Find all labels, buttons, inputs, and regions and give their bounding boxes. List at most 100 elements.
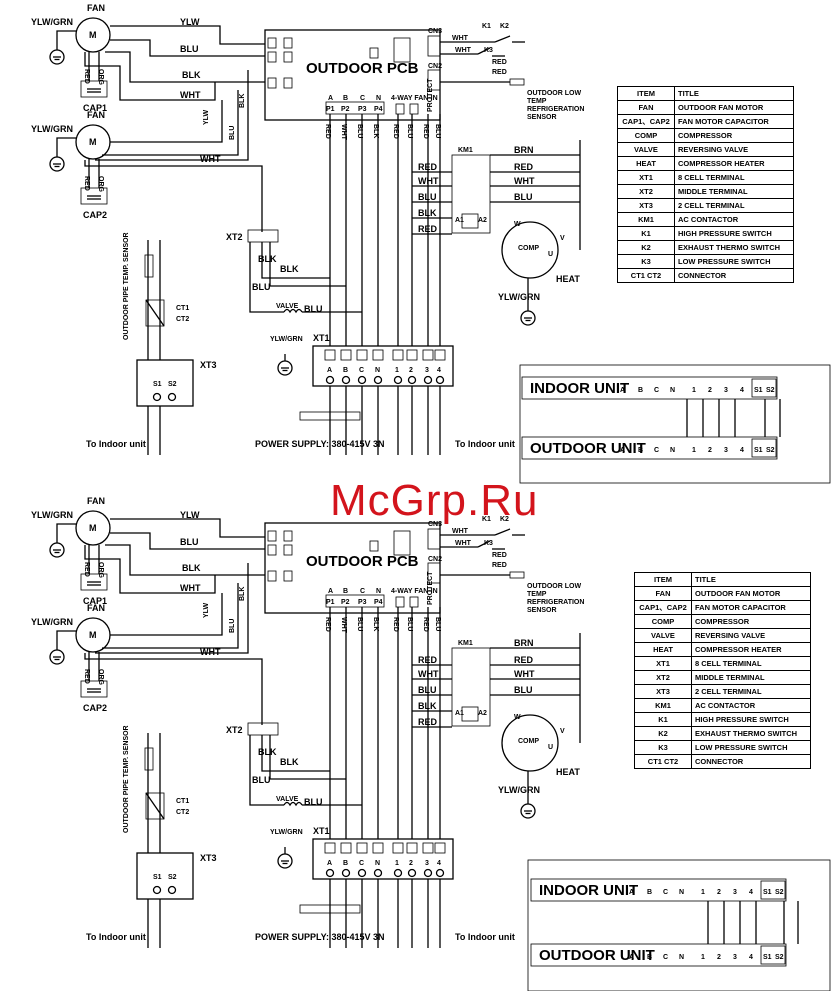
bottom-xt1-label: XT1 bbox=[313, 826, 330, 836]
top-fan2-ylwgrn-label: YLW/GRN bbox=[31, 124, 73, 134]
top-blu-wire bbox=[110, 39, 270, 57]
top-k2-red-label: RED bbox=[492, 59, 507, 66]
top-pcb-plug-right bbox=[283, 51, 293, 63]
legend-bottom-item-cell: HEAT bbox=[634, 642, 692, 657]
top-xt1-screw-icon bbox=[325, 375, 335, 385]
bottom-xt1-screw-icon bbox=[393, 868, 403, 878]
bottom-wht-label: WHT bbox=[180, 583, 201, 593]
top-ylw-wire bbox=[110, 25, 270, 45]
bottom-xt1-term-label: 1 bbox=[395, 860, 399, 867]
top-xt1-cell bbox=[392, 349, 404, 361]
legend-bottom-title-cell: COMPRESSOR bbox=[691, 614, 811, 629]
bottom-xt3-screw-icon bbox=[167, 885, 177, 895]
top-fan-in-connector bbox=[409, 103, 419, 115]
top-fan2-capacitor-icon bbox=[80, 187, 108, 205]
top-km1-input-label: RED bbox=[418, 162, 438, 172]
legend-top-title-cell: EXHAUST THERMO SWITCH bbox=[674, 240, 794, 255]
bottom-km1-output-label: RED bbox=[514, 655, 534, 665]
legend-top-item-cell: XT3 bbox=[617, 198, 675, 213]
bottom-xt1-term-label: 2 bbox=[409, 860, 413, 867]
top-vwire-label: WHT bbox=[340, 124, 347, 141]
top-ct1-label: CT1 bbox=[176, 305, 189, 312]
legend-bottom-item-cell: KM1 bbox=[634, 698, 692, 713]
legend-bottom-item-cell: K2 bbox=[634, 726, 692, 741]
bottom-ylw2-wire bbox=[110, 593, 223, 636]
bottom-pcb-plug-left bbox=[267, 530, 277, 542]
top-compressor-icon bbox=[501, 221, 559, 279]
bottom-indoor-s1-term: S1 bbox=[763, 889, 772, 896]
legend-top-item-cell: COMP bbox=[617, 128, 675, 143]
bottom-ct-connector-mark bbox=[145, 792, 165, 820]
legend-bottom-title-cell: CONNECTOR bbox=[691, 754, 811, 769]
top-pcb-plug-left bbox=[267, 77, 277, 89]
bottom-pipe-sensor-icon bbox=[144, 747, 154, 771]
bottom-a2-label: A2 bbox=[478, 710, 487, 717]
legend-top-title-cell: HIGH PRESSURE SWITCH bbox=[674, 226, 794, 241]
top-xt1-term-label: 3 bbox=[425, 367, 429, 374]
bottom-xt1-screw-icon bbox=[435, 868, 445, 878]
bottom-connection-frame bbox=[527, 859, 831, 992]
bottom-cn2-connector bbox=[427, 562, 441, 584]
bottom-xt3-screw-icon bbox=[152, 885, 162, 895]
top-fan1-red-label: RED bbox=[83, 69, 90, 84]
top-indoor-connection-frame bbox=[521, 376, 778, 400]
top-pipe-sensor-label: OUTDOOR PIPE TEMP. SENSOR bbox=[123, 232, 130, 340]
bottom-k3-label: K3 bbox=[484, 540, 493, 547]
bottom-km1-output-label: BLU bbox=[514, 685, 533, 695]
top-u-label: U bbox=[548, 251, 553, 258]
top-fan1-fan-label: FAN bbox=[87, 3, 105, 13]
bottom-outdoor-conn-term: 2 bbox=[717, 954, 721, 961]
bottom-sensor-label: OUTDOOR LOW bbox=[527, 583, 581, 590]
bottom-fan1-motor-icon bbox=[75, 510, 111, 546]
top-pipe-sensor-icon bbox=[144, 254, 154, 278]
bottom-fan1-ground-wire bbox=[56, 523, 76, 536]
bottom-xt1-cell bbox=[392, 842, 404, 854]
bottom-a1-label: A1 bbox=[455, 710, 464, 717]
bottom-outdoor-pcb bbox=[264, 522, 441, 614]
bottom-km1-label: KM1 bbox=[458, 640, 473, 647]
top-wht-wire bbox=[84, 52, 216, 101]
top-fan1-cap-label: CAP1 bbox=[83, 103, 107, 113]
bottom-heat-label: HEAT bbox=[556, 767, 580, 777]
top-p-terminal-block bbox=[325, 101, 385, 115]
top-indoor-conn-term: A bbox=[620, 387, 625, 394]
top-xt1-screw-icon bbox=[423, 375, 433, 385]
legend-top-title-cell: CONNECTOR bbox=[674, 268, 794, 283]
bottom-fan1-capacitor-icon bbox=[80, 573, 108, 591]
top-xt2-wire bbox=[269, 242, 346, 287]
bottom-km1-coil bbox=[461, 706, 479, 722]
top-km1-label: KM1 bbox=[458, 147, 473, 154]
bottom-fan2-org-label: ORG bbox=[97, 669, 104, 686]
legend-top-item-cell: KM1 bbox=[617, 212, 675, 227]
bottom-cn3-wht-label: WHT bbox=[452, 528, 469, 535]
top-indoor-conn-term: C bbox=[654, 387, 659, 394]
bottom-compressor-icon bbox=[501, 714, 559, 772]
top-dip-switch bbox=[393, 37, 411, 63]
top-pcb-plug-left bbox=[267, 37, 277, 49]
bottom-indoor-conn-term: 3 bbox=[733, 889, 737, 896]
bottom-outdoor-connection-frame bbox=[530, 943, 787, 967]
top-k2-label: K2 bbox=[500, 23, 509, 30]
bottom-sensor-label: SENSOR bbox=[527, 607, 557, 614]
bottom-indoor-unit-label: INDOOR UNIT bbox=[539, 882, 638, 899]
top-ylw2-wire bbox=[110, 100, 223, 143]
bottom-fan1-ylwgrn-label: YLW/GRN bbox=[31, 510, 73, 520]
bottom-blk-wire bbox=[105, 544, 270, 576]
top-xt2-blk-label: BLK bbox=[258, 254, 277, 264]
bottom-outdoor-conn-term: A bbox=[629, 954, 634, 961]
bottom-xt2-blu-label: BLU bbox=[252, 775, 271, 785]
legend-top-item-cell: XT1 bbox=[617, 170, 675, 185]
bottom-p-term-label: P1 bbox=[326, 599, 335, 606]
bottom-outdoor-conn-term: B bbox=[647, 954, 652, 961]
bottom-sensor-label: TEMP bbox=[527, 591, 547, 598]
legend-top-title-cell: OUTDOOR FAN MOTOR bbox=[674, 100, 794, 115]
bottom-ylw2-label: YLW bbox=[203, 602, 210, 618]
top-blk-wire bbox=[105, 51, 270, 83]
top-xt1-term-label: 4 bbox=[437, 367, 441, 374]
bottom-cn3-connector bbox=[427, 528, 441, 550]
top-xt2-blu-label: BLU bbox=[252, 282, 271, 292]
